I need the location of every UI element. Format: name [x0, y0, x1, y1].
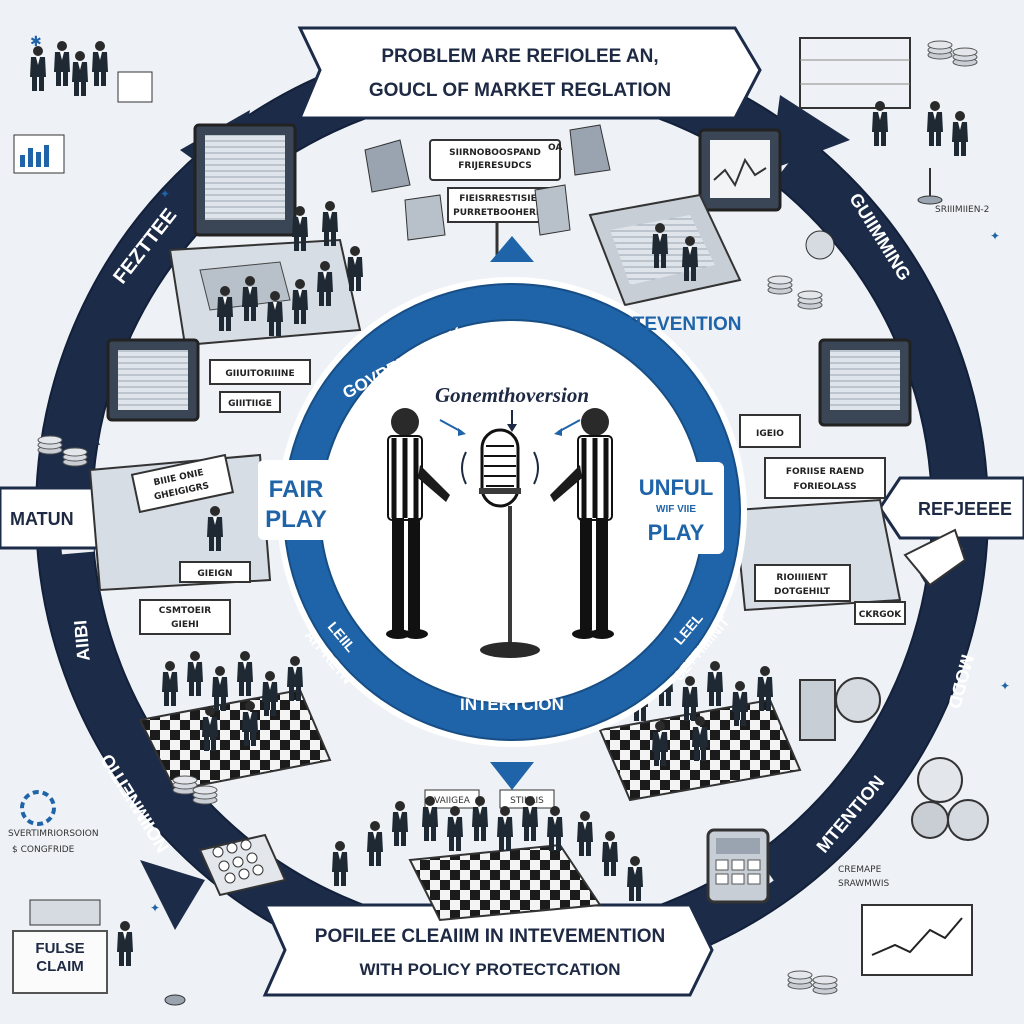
- title-banner: PROBLEM ARE REFIOLEE AN, GOUCL OF MARKET…: [297, 26, 762, 120]
- svg-text:✦: ✦: [990, 229, 1000, 243]
- corner-right-2: CREMAPE: [838, 865, 882, 875]
- right-sign-4: RIOIIIIENT: [776, 573, 828, 583]
- right-sign-2: FORIISE RAEND: [786, 467, 864, 477]
- corner-left-2: $ CONGFRIDE: [12, 845, 75, 855]
- microphone-icon: [439, 419, 581, 658]
- inner-left-1: FAIR: [269, 476, 324, 503]
- outer-label-right: REFJEEEE: [918, 499, 1012, 519]
- false-claim-badge: FULSE CLAIM: [12, 930, 108, 994]
- corner-top-right: SRIIIMIIEN-2 ✦: [799, 37, 1000, 243]
- inner-right-2: WIF VIIE: [656, 504, 696, 515]
- inner-top-right: NO INTEVENTION: [580, 314, 742, 335]
- top-sign-3: FIEISRRESTISIE: [459, 194, 536, 204]
- right-tag: REFJEEEE: [878, 476, 1024, 540]
- bottom-line-2: WITH POLICY PROTECTCATION: [360, 960, 621, 979]
- scene-top-left: [168, 123, 363, 347]
- fair-play-label: FAIR PLAY: [258, 460, 334, 540]
- bottom-sign-1: VAIIGEA: [434, 796, 471, 806]
- bottom-line-1: POFILEE CLEAIIM IN INTEVEMENTION: [315, 926, 665, 947]
- outer-label-left: MATUN: [10, 509, 74, 529]
- top-sign-2: FRIJERESUDCS: [458, 161, 532, 171]
- center-title: Gonemthoversion: [435, 383, 589, 407]
- corner-right-3: SRAWMWIS: [838, 879, 889, 889]
- right-sign-6: CKRGOK: [859, 610, 903, 620]
- right-sign-1: IGEIO: [756, 429, 784, 439]
- corner-bottom-right: CREMAPE SRAWMWIS ✦: [787, 679, 1010, 995]
- top-sign-4: PURRETBOOHERR: [453, 208, 543, 218]
- scene-calculator: [706, 757, 989, 904]
- right-referee: [550, 408, 614, 639]
- right-sign-3: FORIEOLASS: [793, 482, 856, 492]
- unful-play-label: UNFUL WIF VIIE PLAY: [630, 462, 724, 554]
- scene-top-right: [588, 128, 835, 310]
- top-sign-1: SIIRNOBOOSPAND: [449, 148, 541, 158]
- top-sign-5: OA: [548, 143, 562, 153]
- left-sign-5: GIEIGN: [197, 569, 232, 579]
- svg-text:✦: ✦: [1000, 679, 1010, 693]
- inner-right-1: UNFUL: [639, 475, 714, 500]
- scene-lower-right: [598, 661, 881, 802]
- corner-bottom-left: SVERTIMRIORSOION $ CONGFRIDE ✦: [8, 790, 186, 1006]
- inner-right-3: PLAY: [648, 520, 705, 545]
- corner-left-1: SVERTIMRIORSOION: [8, 829, 99, 839]
- scene-right: IGEIO FORIISE RAEND FORIEOLASS RIOIIIIEN…: [733, 338, 967, 625]
- false-claim-text: FULSE CLAIM: [35, 940, 85, 975]
- svg-text:✦: ✦: [160, 187, 170, 201]
- left-sign-7: GIEHI: [171, 620, 199, 630]
- inner-bottom: INTERTCION: [460, 695, 564, 714]
- scene-lower-left: [138, 651, 332, 805]
- left-sign-6: CSMTOEIR: [159, 606, 211, 616]
- corner-right-1: SRIIIMIIEN-2: [935, 205, 989, 215]
- bottom-banner: POFILEE CLEAIIM IN INTEVEMENTION WITH PO…: [262, 903, 714, 997]
- svg-text:✦: ✦: [150, 901, 160, 915]
- right-sign-5: DOTGEHILT: [774, 587, 831, 597]
- scene-top-center: SIIRNOBOOSPAND FRIJERESUDCS FIEISRRESTIS…: [364, 124, 611, 260]
- left-referee: [386, 408, 450, 639]
- inner-left-2: PLAY: [265, 506, 327, 533]
- title-line-1: PROBLEM ARE REFIOLEE AN,: [381, 46, 658, 67]
- left-sign-2: GIIITIIGE: [228, 399, 272, 409]
- outer-label-lower-left-top: AIIBI: [70, 619, 93, 662]
- title-line-2: GOUCL OF MARKET REGLATION: [369, 80, 671, 101]
- scene-bottom-center: VAIIGEA STIIIAIS: [332, 789, 643, 922]
- left-sign-1: GIIUITORIIINE: [225, 369, 294, 379]
- scene-left: GIIUITORIIINE GIIITIIGE BIIIE ONIE GHEIG…: [37, 338, 311, 635]
- corner-top-left: ✱ ✦: [13, 33, 170, 201]
- svg-text:✱: ✱: [30, 33, 42, 49]
- scene-chess-tray: [198, 833, 287, 897]
